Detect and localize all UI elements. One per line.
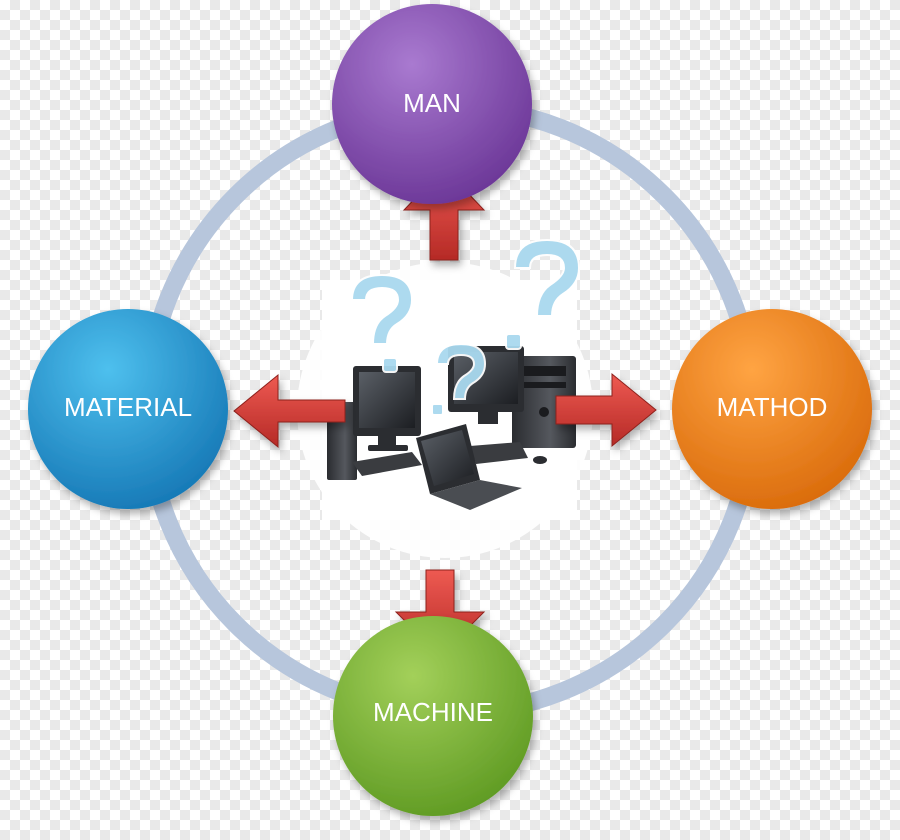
computers-with-question-marks-icon [327, 238, 581, 510]
arrow-right-to-mathod [555, 372, 657, 448]
node-material [28, 309, 228, 509]
node-machine [333, 616, 533, 816]
node-mathod-label: MATHOD [717, 392, 828, 422]
node-man-label: MAN [403, 88, 461, 118]
node-material-label: MATERIAL [64, 392, 192, 422]
node-machine-label: MACHINE [373, 697, 493, 727]
arrow-left-to-material [233, 373, 346, 449]
node-mathod [672, 309, 872, 509]
node-man [332, 4, 532, 204]
